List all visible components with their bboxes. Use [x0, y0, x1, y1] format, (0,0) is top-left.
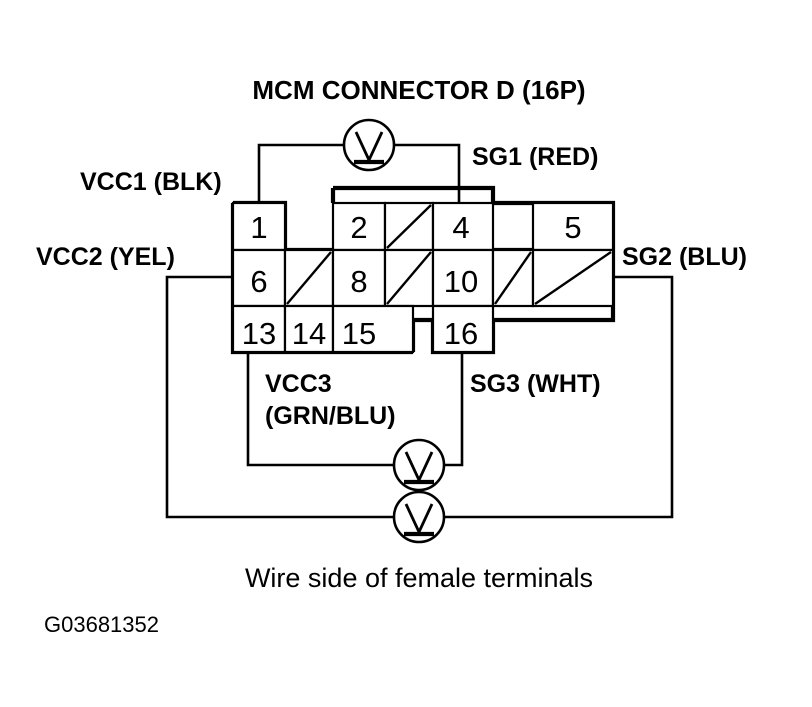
meter-bottom: [392, 490, 446, 544]
pin-row-1: 1 2 4 5: [231, 201, 615, 252]
wire-bottom-loop: [165, 275, 674, 519]
blank-cell-slash-row1: [386, 204, 432, 249]
pin-row-2: 6 8 10: [231, 248, 615, 308]
diagram-title: MCM CONNECTOR D (16P): [252, 75, 585, 105]
pin-number-5: 5: [564, 210, 581, 245]
label-sg1: SG1 (RED): [472, 143, 598, 171]
blank-cell-slash-9: [386, 251, 432, 305]
label-sg3: SG3 (WHT): [470, 370, 601, 398]
label-vcc2: VCC2 (YEL): [36, 243, 175, 271]
pin-number-6: 6: [250, 264, 267, 299]
wire-middle-loop: [246, 350, 464, 467]
pin-cell-16: [431, 304, 495, 354]
meter-top: [342, 118, 396, 172]
pin-number-1: 1: [250, 210, 267, 245]
label-vcc3-line2: (GRN/BLU): [265, 402, 396, 430]
pin-number-8: 8: [350, 264, 367, 299]
pin-cell-13: [231, 304, 287, 354]
pin-number-16: 16: [444, 316, 478, 351]
meter-middle: [392, 438, 446, 492]
blank-cell-slash-11: [494, 251, 532, 305]
pin-number-2: 2: [350, 210, 367, 245]
pin-number-4: 4: [452, 210, 469, 245]
pin-number-15: 15: [342, 316, 376, 351]
pin-cell-5: [531, 201, 615, 252]
pin-cell-10: [431, 248, 495, 308]
pin-cell-4: [431, 201, 495, 252]
pin-cell-2: [331, 201, 387, 252]
pin-number-13: 13: [242, 316, 276, 351]
pin-cell-15: [331, 304, 415, 354]
diagram-caption: Wire side of female terminals: [245, 563, 593, 593]
pin-number-10: 10: [444, 264, 478, 299]
reference-code: G03681352: [44, 612, 159, 637]
label-vcc3-line1: VCC3: [265, 370, 332, 398]
pin-row-3: 13 14 15 16: [231, 304, 495, 354]
label-vcc1: VCC1 (BLK): [80, 168, 222, 196]
label-sg2: SG2 (BLU): [622, 243, 747, 271]
pin-number-14: 14: [292, 316, 326, 351]
pin-cell-6: [231, 248, 287, 308]
wire-top-loop: [257, 143, 461, 217]
blank-cell-slash-7: [286, 251, 332, 305]
blank-cell-slash-12: [534, 251, 612, 305]
